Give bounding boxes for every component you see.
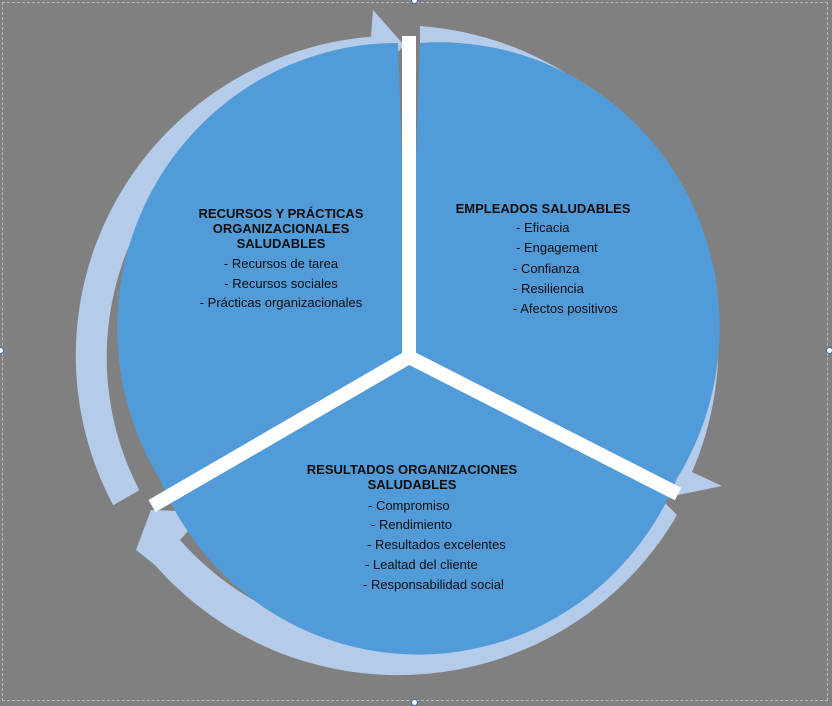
resources-title-line: RECURSOS Y PRÁCTICAS [199,206,364,221]
employees-title-line: EMPLEADOS SALUDABLES [456,201,631,216]
results-title-line: RESULTADOS ORGANIZACIONES [307,462,518,477]
segment-resources-text: RECURSOS Y PRÁCTICAS ORGANIZACIONALES SA… [199,206,364,310]
separator-left [148,350,413,513]
resize-handle-top[interactable] [411,0,418,4]
results-item: - Rendimiento [371,517,452,532]
segment-employees[interactable] [409,42,720,479]
arrow-results-to-resources [136,492,677,676]
separator-right [405,350,682,501]
resources-item: - Recursos de tarea [224,256,339,271]
resources-item: - Prácticas organizacionales [200,295,363,310]
employees-item: - Eficacia [516,220,570,235]
results-item: - Responsabilidad social [363,577,504,592]
segment-separators [148,36,682,513]
resources-item: - Recursos sociales [224,276,338,291]
results-title-line: SALUDABLES [368,477,457,492]
resize-handle-left[interactable] [0,347,4,354]
segment-results-text: RESULTADOS ORGANIZACIONES SALUDABLES - C… [307,462,518,592]
segment-resources[interactable] [117,42,410,479]
resources-title-line: SALUDABLES [237,236,326,251]
segment-employees-text: EMPLEADOS SALUDABLES - Eficacia - Engage… [456,201,631,316]
employees-item: - Resiliencia [513,281,585,296]
resources-title-line: ORGANIZACIONALES [213,221,350,236]
resize-handle-right[interactable] [826,347,832,354]
results-item: - Resultados excelentes [367,537,506,552]
employees-item: - Confianza [513,261,580,276]
results-item: - Lealtad del cliente [365,557,478,572]
employees-item: - Afectos positivos [513,301,618,316]
results-item: - Compromiso [368,498,450,513]
employees-item: - Engagement [516,240,598,255]
